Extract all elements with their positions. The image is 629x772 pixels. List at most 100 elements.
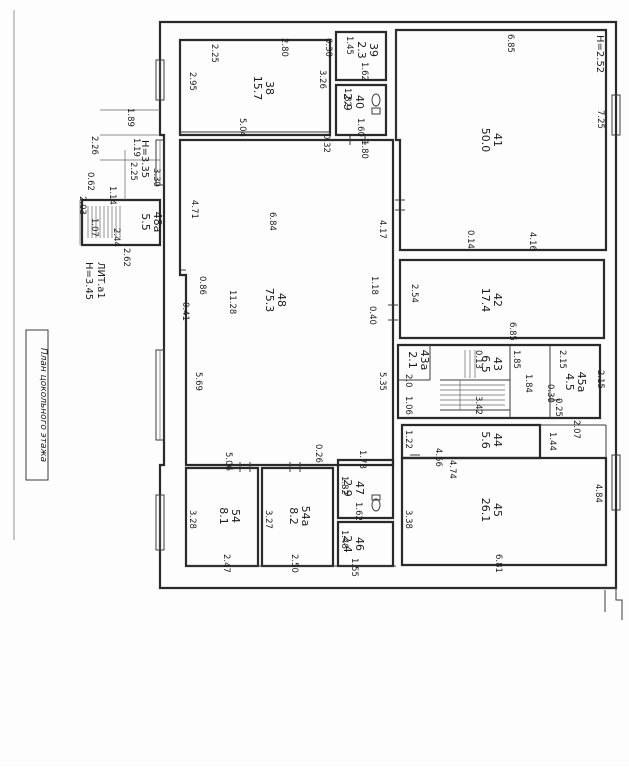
dim-label: 6.84: [267, 212, 277, 231]
stair-43: [440, 350, 511, 411]
dim-label: 2.95: [187, 72, 197, 91]
dim-label: 1.06: [403, 396, 413, 415]
dim-label: 2.03: [77, 196, 87, 215]
dim-label: 4.17: [377, 220, 387, 239]
caption-frame: [25, 329, 49, 481]
dim-label: 1.62: [359, 62, 369, 81]
dim-label: 2.0: [403, 374, 413, 388]
dim-label: 3.27: [263, 510, 273, 529]
dim-label: 1.84: [523, 374, 533, 393]
windows-left: [155, 59, 165, 551]
room-38-area: 15.7: [251, 76, 264, 101]
room-45-area: 26.1: [479, 498, 492, 523]
dim-label: 4.84: [593, 484, 603, 503]
dim-label: 6.85: [505, 34, 515, 53]
dim-label: 4.71: [189, 200, 199, 219]
dim-label: 0.14: [465, 230, 475, 249]
dim-label: 1.07: [89, 218, 99, 237]
room-43a-area: 2.1: [406, 351, 419, 369]
room-42-number: 42: [491, 293, 504, 307]
dim-label: 1.82: [339, 476, 349, 495]
dim-label: 1.80: [359, 140, 369, 159]
dim-label: 1.62: [353, 502, 363, 521]
toilet-fixtures: [371, 93, 381, 512]
room-46-area: 2.4: [341, 535, 354, 553]
dim-label: 2.54: [409, 284, 419, 303]
dim-label: 4.16: [527, 232, 537, 251]
dim-label: 5.06: [223, 452, 233, 471]
dim-label: 1.18: [369, 276, 379, 295]
dim-label: 3.28: [187, 510, 197, 529]
room-48-number: 48: [275, 293, 288, 307]
dim-label: 1.22: [403, 430, 413, 449]
dim-label: 4.74: [447, 460, 457, 479]
room-43-number: 43: [491, 357, 504, 371]
room-40-area: 2.9: [341, 93, 354, 111]
room-45a-area: 4.5: [563, 373, 576, 391]
dim-label: 0.26: [313, 444, 323, 463]
room-54a-number: 54а: [299, 506, 312, 527]
dim-label: 0.30: [545, 384, 555, 403]
room-43-area: 6.5: [479, 355, 492, 373]
dim-label: 2.25: [128, 162, 138, 181]
room-38-number: 38: [263, 81, 276, 95]
dim-label: 1.60: [355, 118, 365, 137]
door-marks: [239, 136, 420, 472]
dim-label: 7.25: [595, 110, 605, 129]
dim-label: 1.82: [342, 88, 352, 107]
room-labels: 38 15.7 39 2.3 40 2.9 41 50.0 48а 5.5 48…: [139, 41, 588, 553]
dim-label: 5.04: [237, 118, 247, 137]
dim-label: 1.14: [107, 186, 117, 205]
room-48a-number: 48а: [151, 212, 164, 233]
dim-label: 2.50: [289, 554, 299, 573]
dim-label: 3.30: [151, 168, 161, 187]
dim-label: 4.56: [433, 448, 443, 467]
room-39-area: 2.3: [355, 41, 368, 59]
room-42-area: 17.4: [479, 288, 492, 313]
dim-label: 11.28: [227, 290, 237, 314]
caption-text: План цокольного этажа: [38, 348, 48, 462]
dim-label: 1.89: [125, 108, 135, 127]
dim-label: 6.85: [507, 322, 517, 341]
room-44-area: 5.6: [479, 431, 492, 449]
dim-label: 3.42: [473, 396, 483, 415]
room-41-number: 41: [491, 133, 504, 147]
lit-label-line1: ЛИТ.а1: [95, 262, 106, 299]
dim-label: 2.62: [121, 248, 131, 267]
dim-label: 0.13: [473, 350, 483, 369]
outer-walls: [80, 20, 623, 620]
room-48a-area: 5.5: [139, 213, 152, 231]
exterior-dimension-lines: [79, 109, 160, 245]
room-54a-area: 8.2: [287, 507, 300, 525]
room-44-number: 44: [491, 433, 504, 447]
dim-label: 1.55: [349, 558, 359, 577]
dim-label: 0.30: [323, 38, 333, 57]
dim-label: 0.32: [321, 134, 331, 153]
room-41-height: Н=2.52: [594, 35, 605, 73]
dim-label: 0.40: [367, 306, 377, 325]
room-54-area: 8.1: [217, 507, 230, 525]
dim-label: 1.45: [344, 36, 354, 55]
dim-label: 2.26: [89, 136, 99, 155]
dim-label: 2.44: [111, 228, 121, 247]
dim-label: 1.19: [131, 138, 141, 157]
room-43a-number: 43а: [418, 350, 431, 371]
interior-walls: [178, 28, 608, 568]
lit-label-line2: Н=3.45: [83, 262, 94, 300]
room-39-number: 39: [367, 43, 380, 57]
dim-label: 2.15: [595, 370, 605, 389]
stair-48a: [87, 206, 121, 238]
dim-label: 2.25: [209, 44, 219, 63]
dim-label: 3.38: [403, 510, 413, 529]
dim-label: 5.69: [193, 372, 203, 391]
dim-label: 1.48: [339, 530, 349, 549]
dim-label: 2.07: [571, 420, 581, 439]
room-40-number: 40: [353, 95, 366, 109]
dim-label: 0.41: [180, 302, 190, 321]
dim-label: 0.86: [197, 276, 207, 295]
room-45a-number: 45а: [575, 372, 588, 393]
dimension-labels: 2.25 2.80 0.30 1.45 2.95 3.26 1.62 1.82 …: [77, 34, 605, 577]
room-47-number: 47: [353, 481, 366, 495]
